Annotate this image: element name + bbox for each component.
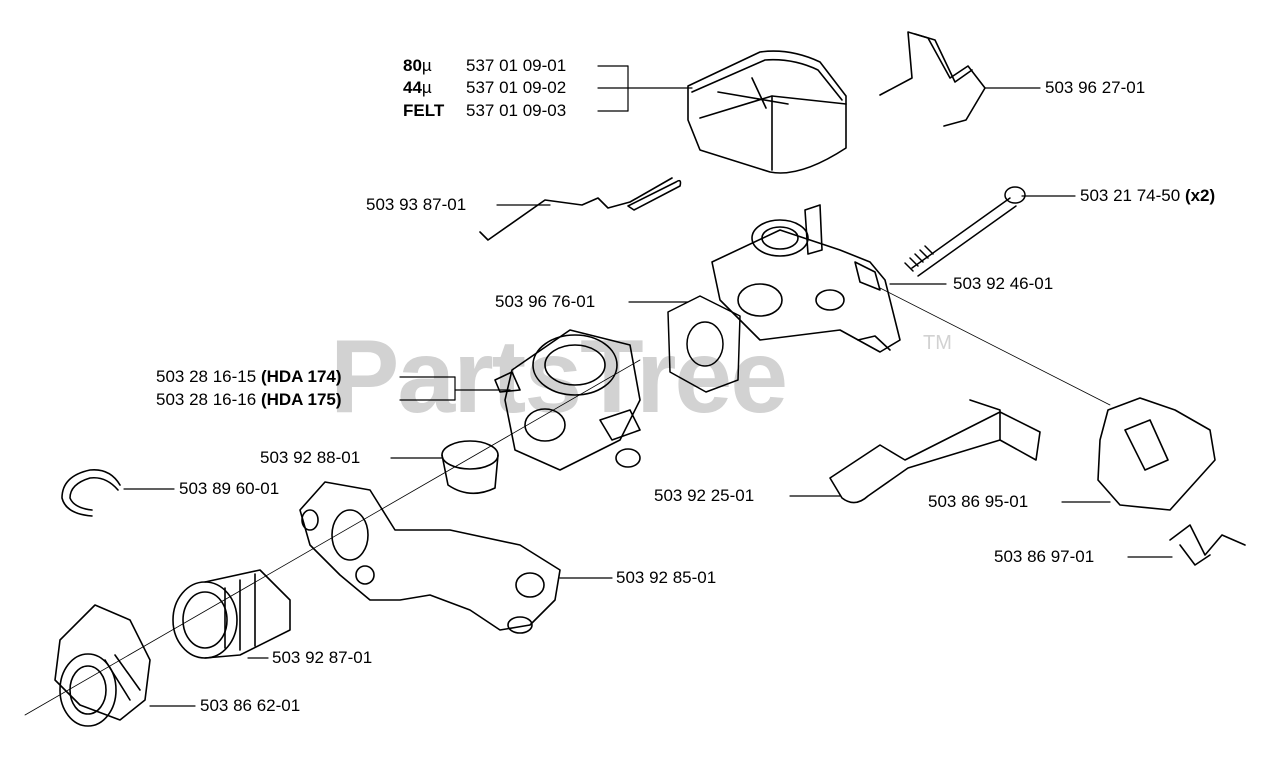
intake-boot [172, 569, 291, 659]
spacer-ring [441, 440, 499, 495]
part-number-bolt[interactable]: 503 21 74-50 (x2) [1080, 186, 1216, 205]
part-number-filter-80[interactable]: 537 01 09-01 [466, 56, 567, 75]
filter-option-felt: FELT [403, 101, 445, 120]
part-number-choke-lever[interactable]: 503 86 95-01 [928, 492, 1029, 511]
carb-housing [711, 204, 901, 353]
part-number-clip-spring[interactable]: 503 96 27-01 [1045, 78, 1146, 97]
trademark-mark: TM [923, 332, 952, 354]
part-number-carb-housing[interactable]: 503 92 46-01 [953, 274, 1054, 293]
gasket [667, 295, 741, 393]
leader-lines [24, 65, 1173, 716]
filter-option-44: 44µ [403, 78, 432, 97]
part-number-carburetor-174[interactable]: 503 28 16-15 (HDA 174) [156, 367, 342, 386]
inlet-flange [54, 604, 151, 727]
carburetor [494, 329, 641, 471]
choke-lever [1097, 397, 1216, 511]
part-number-throttle-rod[interactable]: 503 92 25-01 [654, 486, 755, 505]
part-number-choke-rod[interactable]: 503 93 87-01 [366, 195, 467, 214]
part-number-intake-boot[interactable]: 503 92 87-01 [272, 648, 373, 667]
intake-manifold [299, 481, 561, 634]
part-number-carburetor-175[interactable]: 503 28 16-16 (HDA 175) [156, 390, 342, 409]
throttle-rod [829, 399, 1041, 504]
bolt [904, 186, 1026, 277]
clip-spring [879, 31, 986, 127]
filter-option-80: 80µ [403, 56, 432, 75]
part-number-intake-manifold[interactable]: 503 92 85-01 [616, 568, 717, 587]
choke-rod [479, 177, 682, 241]
part-number-gasket[interactable]: 503 96 76-01 [495, 292, 596, 311]
part-number-spring-clip[interactable]: 503 86 97-01 [994, 547, 1095, 566]
circlip [61, 468, 121, 517]
part-number-inlet-flange[interactable]: 503 86 62-01 [200, 696, 301, 715]
part-number-filter-felt[interactable]: 537 01 09-03 [466, 101, 567, 120]
air-filter [687, 50, 847, 174]
part-number-spacer-ring[interactable]: 503 92 88-01 [260, 448, 361, 467]
spring-clip [1169, 524, 1246, 566]
part-number-circlip[interactable]: 503 89 60-01 [179, 479, 280, 498]
part-number-filter-44[interactable]: 537 01 09-02 [466, 78, 567, 97]
